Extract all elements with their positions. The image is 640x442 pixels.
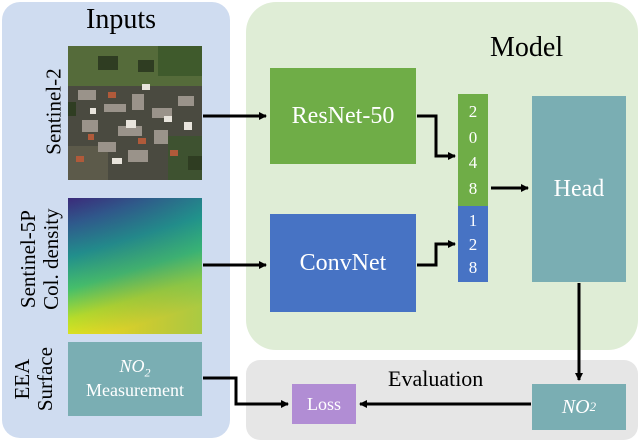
feature-digit: 8	[468, 179, 478, 199]
sentinel2-image	[68, 46, 202, 180]
loss-box: Loss	[292, 384, 356, 424]
feature-digit: 2	[468, 101, 478, 121]
arrow-convnet-to-vector	[417, 240, 456, 267]
feature-digit: 2	[468, 234, 478, 254]
resnet-feature-vector: 2 0 4 8	[458, 94, 488, 206]
evaluation-title: Evaluation	[388, 366, 484, 391]
no2-output-subscript: 2	[589, 399, 597, 414]
feature-digit: 1	[468, 211, 478, 231]
sentinel2-image-texture	[68, 46, 202, 180]
convnet-feature-vector: 1 2 8	[458, 206, 488, 282]
model-title: Model	[490, 32, 564, 63]
arrow-measurement-to-loss	[203, 376, 289, 408]
resnet50-box: ResNet-50	[270, 68, 416, 164]
no2-output-text: NO	[561, 395, 590, 418]
convnet-box: ConvNet	[270, 214, 416, 312]
sentinel5p-density-gradient	[68, 198, 202, 334]
inputs-title: Inputs	[86, 4, 156, 35]
eea-no2-subscript: 2	[144, 365, 151, 380]
feature-digit: 4	[468, 153, 478, 173]
eea-no2-label: NO2	[119, 356, 150, 380]
eea-measurement-box: NO2 Measurement	[68, 342, 202, 416]
eea-measurement-label: Measurement	[86, 380, 184, 401]
head-box: Head	[532, 96, 626, 282]
arrow-resnet-to-vector	[417, 114, 456, 160]
sentinel5p-density-map	[68, 198, 202, 334]
feature-digit: 8	[468, 257, 478, 277]
eea-no2-text: NO	[119, 356, 145, 377]
feature-digit: 0	[468, 127, 478, 147]
